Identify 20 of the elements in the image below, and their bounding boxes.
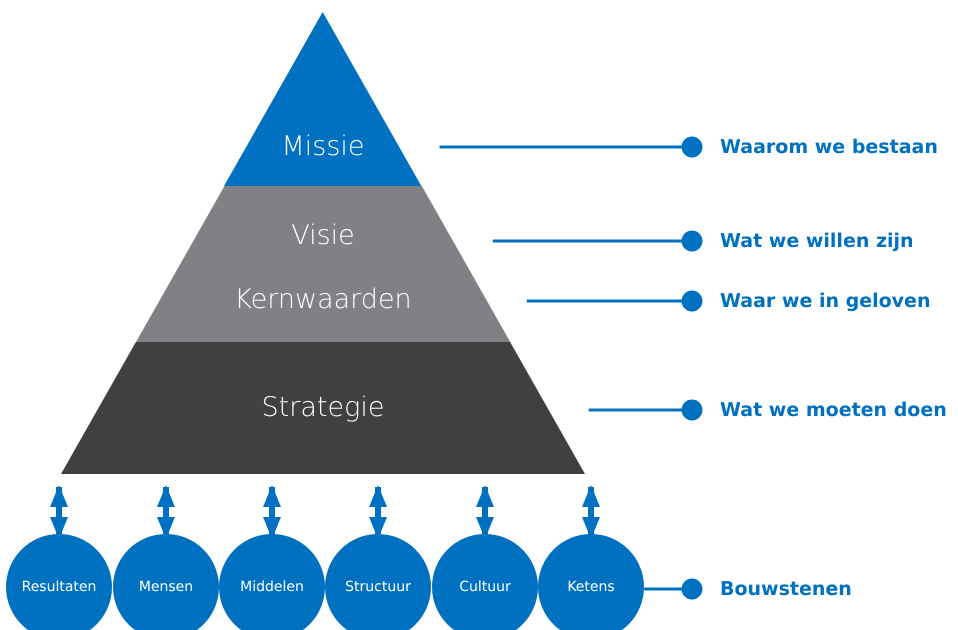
circle-label: Resultaten [22,579,96,595]
circle-label: Mensen [138,579,194,595]
tier-label: Strategie [260,391,386,425]
circle-label: Ketens [567,579,615,595]
callout-label: Waarom we bestaan [720,134,938,160]
leader-line [492,230,702,252]
leader-line [440,136,702,158]
callout-label: Wat we moeten doen [720,397,947,423]
circle-label: Middelen [240,579,304,595]
tier-label: Visie [290,219,356,253]
leader-line [526,290,702,312]
callout-label: Wat we willen zijn [720,228,914,254]
tier-label: Kernwaarden [233,283,413,317]
leader-line [588,400,702,420]
callout-label: Waar we in geloven [720,288,930,314]
leader-line [644,578,702,600]
callout-label: Bouwstenen [720,576,852,602]
circle-label: Cultuur [459,579,511,595]
tier-label: Missie [280,130,366,164]
circle-label: Structuur [345,579,411,595]
